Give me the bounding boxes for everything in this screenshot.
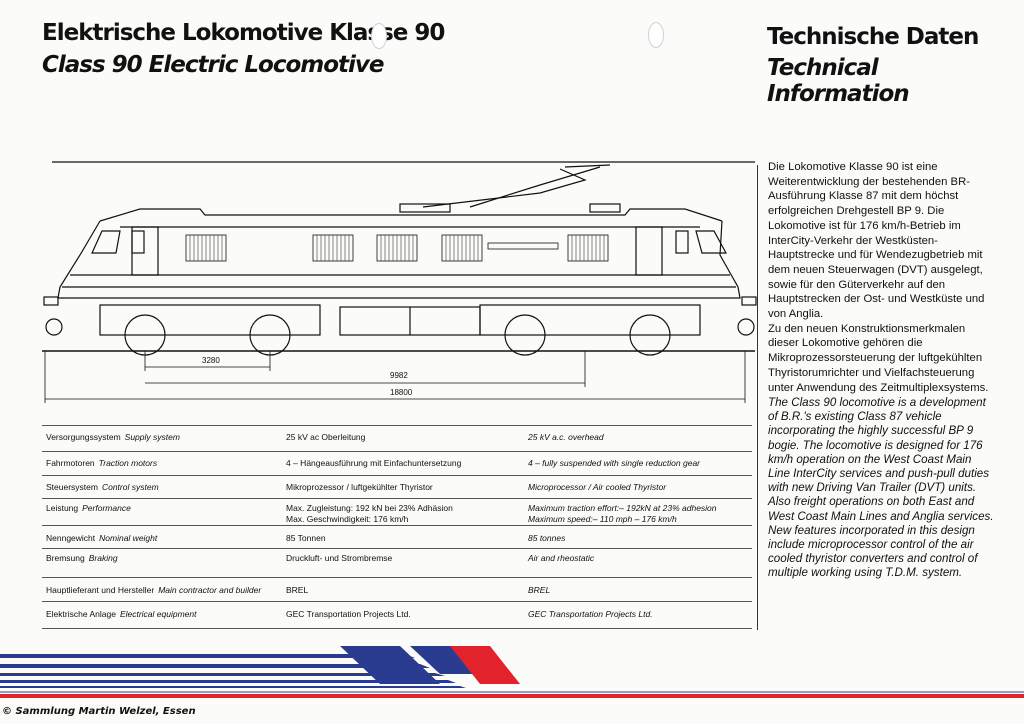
spec-label-de: Nenngewicht <box>46 533 96 543</box>
collection-credit: © Sammlung Martin Welzel, Essen <box>2 706 196 717</box>
spec-label-de: Steuersystem <box>46 482 98 492</box>
dimension-bogie-wheelbase: 3280 <box>202 356 220 365</box>
spec-value-en: Microprocessor / Air cooled Thyristor <box>528 482 667 492</box>
spec-value-de-2: Max. Geschwindigkeit: 176 km/h <box>286 514 409 524</box>
section-title-en: Technical Information <box>767 55 910 107</box>
spec-label-en: Control system <box>101 482 159 492</box>
description-de-p2: Zu den neuen Konstruktionsmerkmalen dies… <box>768 322 989 394</box>
column-divider <box>757 165 758 630</box>
spec-label-en: Braking <box>88 553 118 563</box>
spec-value-en: 4 – fully suspended with single reductio… <box>528 458 700 468</box>
spec-value-en: 85 tonnes <box>528 533 566 543</box>
locomotive-drawing <box>42 161 757 403</box>
description-en-p1: The Class 90 locomotive is a development… <box>768 396 994 580</box>
spec-value-de: Mikroprozessor / luftgekühlter Thyristor <box>286 482 433 492</box>
spec-label-en: Performance <box>82 503 131 513</box>
punch-hole <box>648 22 664 48</box>
spec-value-en: Air and rheostatic <box>528 553 595 563</box>
spec-value-de: GEC Transportation Projects Ltd. <box>286 609 411 619</box>
spec-label-de: Leistung <box>46 503 79 513</box>
spec-label-en: Electrical equipment <box>119 609 197 619</box>
dimension-bogie-centres: 9982 <box>390 371 408 380</box>
spec-label-en: Traction motors <box>98 458 158 468</box>
spec-label-de: Hauptlieferant und Hersteller <box>46 585 155 595</box>
spec-label-en: Nominal weight <box>99 533 158 543</box>
livery-stripes <box>0 646 1024 693</box>
bottom-bar <box>0 694 1024 698</box>
spec-value-de: 25 kV ac Oberleitung <box>286 432 366 442</box>
spec-label-de: Bremsung <box>46 553 85 563</box>
spec-value-de: Max. Zugleistung: 192 kN bei 23% Adhäsio… <box>286 503 453 513</box>
spec-value-en: GEC Transportation Projects Ltd. <box>528 609 653 619</box>
punch-hole <box>371 23 387 49</box>
spec-label-de: Versorgungssystem <box>46 432 121 442</box>
spec-label-de: Elektrische Anlage <box>46 609 116 619</box>
spec-value-en-2: Maximum speed:– 110 mph – 176 km/h <box>528 514 677 524</box>
page-subtitle-en: Class 90 Electric Locomotive <box>42 52 385 78</box>
dimension-overall-length: 18800 <box>390 388 413 397</box>
spec-value-de: 85 Tonnen <box>286 533 326 543</box>
spec-value-en: 25 kV a.c. overhead <box>528 432 604 442</box>
section-title-de: Technische Daten <box>767 24 979 50</box>
description-de-p1: Die Lokomotive Klasse 90 ist eine Weiter… <box>768 161 985 321</box>
spec-value-de: Druckluft- und Strombremse <box>286 553 393 563</box>
spec-value-de: BREL <box>286 585 309 595</box>
description-de: Die Lokomotive Klasse 90 ist eine Weiter… <box>768 160 996 395</box>
spec-label-en: Main contractor and builder <box>158 585 262 595</box>
spec-value-en: Maximum traction effort:– 192kN at 23% a… <box>528 503 717 513</box>
description-en: The Class 90 locomotive is a development… <box>768 396 996 581</box>
spec-value-en: BREL <box>528 585 551 595</box>
spec-label-de: Fahrmotoren <box>46 458 95 468</box>
spec-label-en: Supply system <box>124 432 180 442</box>
spec-value-de: 4 – Hängeausführung mit Einfachuntersetz… <box>286 458 462 468</box>
